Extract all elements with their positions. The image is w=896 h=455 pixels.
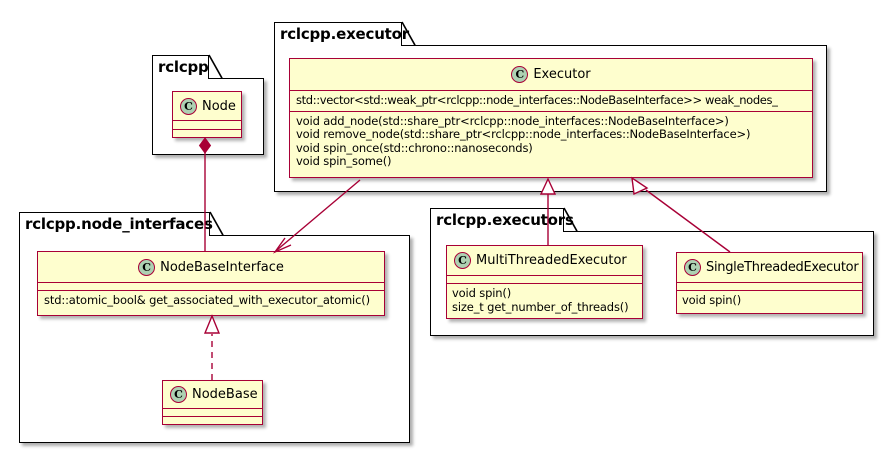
class-executor-header: C Executor xyxy=(290,59,812,90)
package-rclcpp-tab: rclcpp xyxy=(152,55,209,79)
class-icon: C xyxy=(511,66,529,83)
package-rclcpp-executor-tab-corner-icon xyxy=(401,21,416,46)
class-nodebaseinterface[interactable]: C NodeBaseInterface std::atomic_bool& ge… xyxy=(37,251,385,316)
class-icon: C xyxy=(684,259,701,276)
class-executor-attributes: std::vector<std::weak_ptr<rclcpp::node_i… xyxy=(290,90,812,111)
class-multithreadedexecutor-attributes xyxy=(447,275,642,283)
class-nodebaseinterface-header: C NodeBaseInterface xyxy=(38,252,384,282)
class-nodebase-header: C NodeBase xyxy=(163,381,262,408)
class-executor[interactable]: C Executor std::vector<std::weak_ptr<rcl… xyxy=(289,58,813,178)
class-node-name: Node xyxy=(202,98,236,114)
package-rclcpp-label: rclcpp xyxy=(158,58,209,76)
class-method: size_t get_number_of_threads() xyxy=(452,299,629,314)
class-nodebaseinterface-attributes xyxy=(38,282,384,290)
package-rclcpp-node-interfaces-tab: rclcpp.node_interfaces xyxy=(19,212,213,236)
class-icon: C xyxy=(138,258,156,276)
class-executor-methods: void add_node(std::share_ptr<rclcpp::nod… xyxy=(290,110,812,172)
package-rclcpp-executors-tab: rclcpp.executors xyxy=(430,208,574,232)
class-node-header: C Node xyxy=(173,92,241,120)
class-multithreadedexecutor-methods: void spin() size_t get_number_of_threads… xyxy=(447,283,642,317)
package-rclcpp-node-interfaces-tab-corner-icon xyxy=(209,211,224,236)
class-multithreadedexecutor-header: C MultiThreadedExecutor xyxy=(447,246,642,275)
package-rclcpp-executor-tab: rclcpp.executor xyxy=(274,22,409,46)
class-node-attributes xyxy=(173,120,241,129)
class-nodebase[interactable]: C NodeBase xyxy=(162,380,263,425)
class-singlethreadedexecutor-name: SingleThreadedExecutor xyxy=(706,260,859,275)
class-multithreadedexecutor-name: MultiThreadedExecutor xyxy=(476,253,627,268)
class-nodebase-attributes xyxy=(163,408,262,416)
class-method: void spin_some() xyxy=(296,154,392,168)
class-method: void spin_once(std::chrono::nanoseconds) xyxy=(296,140,533,155)
class-attribute: std::vector<std::weak_ptr<rclcpp::node_i… xyxy=(296,93,778,107)
package-rclcpp-node-interfaces-label: rclcpp.node_interfaces xyxy=(25,215,213,233)
class-icon: C xyxy=(170,386,187,403)
class-singlethreadedexecutor-attributes xyxy=(677,282,862,290)
class-method: void spin() xyxy=(682,293,742,307)
class-node-methods xyxy=(173,129,241,138)
class-singlethreadedexecutor-methods: void spin() xyxy=(677,290,862,311)
class-nodebase-methods xyxy=(163,416,262,424)
class-nodebaseinterface-name: NodeBaseInterface xyxy=(160,259,284,275)
class-nodebase-name: NodeBase xyxy=(192,387,258,402)
class-method: std::atomic_bool& get_associated_with_ex… xyxy=(44,293,370,307)
class-nodebaseinterface-methods: std::atomic_bool& get_associated_with_ex… xyxy=(38,290,384,311)
class-icon: C xyxy=(454,252,471,269)
class-singlethreadedexecutor-header: C SingleThreadedExecutor xyxy=(677,253,862,282)
class-method: void add_node(std::share_ptr<rclcpp::nod… xyxy=(296,113,729,128)
class-method: void spin() xyxy=(452,286,512,300)
class-method: void remove_node(std::share_ptr<rclcpp::… xyxy=(296,127,751,141)
package-rclcpp-executors-tab-corner-icon xyxy=(563,207,578,232)
package-rclcpp-executor-label: rclcpp.executor xyxy=(280,25,409,43)
class-multithreadedexecutor[interactable]: C MultiThreadedExecutor void spin() size… xyxy=(446,245,643,319)
package-rclcpp-executors-label: rclcpp.executors xyxy=(436,211,574,229)
package-rclcpp-tab-corner-icon xyxy=(208,54,223,79)
class-icon: C xyxy=(180,97,197,115)
class-executor-name: Executor xyxy=(533,67,591,82)
class-singlethreadedexecutor[interactable]: C SingleThreadedExecutor void spin() xyxy=(676,252,863,314)
class-node[interactable]: C Node xyxy=(172,91,242,138)
